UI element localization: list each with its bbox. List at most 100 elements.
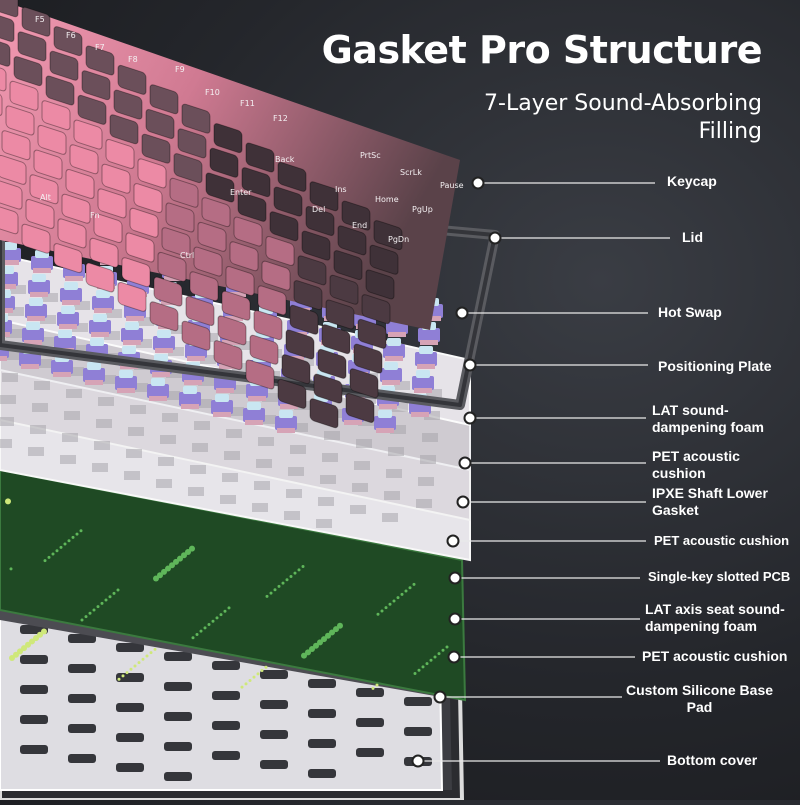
keycap <box>229 241 259 272</box>
pad-slot <box>68 634 96 643</box>
pad-slot <box>68 694 96 703</box>
keycap-legend: F10 <box>205 88 220 97</box>
switch <box>121 322 143 345</box>
plate-cutout <box>68 367 84 376</box>
plate-cutout <box>160 435 176 444</box>
switch <box>374 410 396 433</box>
keycap <box>205 172 235 203</box>
keycap <box>261 260 291 291</box>
keycap-legend: PrtSc <box>360 151 381 160</box>
pcb-component <box>41 628 47 635</box>
pcb-component <box>25 641 31 648</box>
keycap <box>369 244 399 275</box>
keycap <box>185 296 215 326</box>
pcb-component <box>260 669 264 673</box>
pcb-component <box>157 572 163 579</box>
pcb-component <box>149 651 153 655</box>
pcb-component <box>264 665 268 669</box>
keycap <box>273 186 303 217</box>
keycap-legend: Ctrl <box>180 251 194 260</box>
callout-dot <box>463 411 477 425</box>
keycap <box>0 204 19 235</box>
pcb-component <box>293 571 297 575</box>
pcb-component <box>71 535 75 539</box>
pcb-component <box>84 615 88 619</box>
keycap <box>353 343 383 374</box>
pcb-layer <box>0 468 467 702</box>
pcb-component <box>67 539 71 543</box>
keycap <box>129 207 159 238</box>
pcb-component <box>13 651 19 658</box>
keycap <box>181 103 211 134</box>
keycap <box>245 359 275 390</box>
pcb-component <box>321 636 327 643</box>
pcb-component <box>133 664 137 668</box>
keycap <box>117 281 147 312</box>
plate-cutout <box>352 483 368 492</box>
plate-cutout <box>138 317 154 326</box>
plate-cutout <box>100 375 116 384</box>
callout-dot <box>458 456 472 470</box>
pcb-component <box>396 596 400 600</box>
pcb-component <box>203 626 207 630</box>
keycap <box>281 354 311 385</box>
plate-cutout <box>260 415 276 424</box>
pcb-component <box>165 565 171 572</box>
keycap <box>221 290 251 321</box>
switch <box>28 274 50 297</box>
plate-cutout <box>0 417 14 426</box>
pcb-component <box>199 629 203 633</box>
pcb-component <box>17 648 23 655</box>
pad-slot <box>20 745 48 754</box>
pcb-component <box>63 542 67 546</box>
pcb-component <box>104 598 108 602</box>
plate-cutout <box>382 513 398 522</box>
callout-dot <box>455 306 469 320</box>
plate-cutout <box>0 395 16 404</box>
pcb-component <box>380 609 384 613</box>
pcb-component <box>265 594 269 598</box>
plate-cutout <box>36 359 52 368</box>
plate-cutout <box>324 431 340 440</box>
pad-slot <box>404 697 432 706</box>
pcb-component <box>313 642 319 649</box>
keycap <box>341 200 371 231</box>
pcb-component <box>273 588 277 592</box>
label-slotted-pcb: Single-key slotted PCB <box>648 569 791 584</box>
switch <box>31 250 53 273</box>
keycap <box>0 154 27 185</box>
pcb-component <box>96 605 100 609</box>
keycap-legend: Del <box>312 205 325 214</box>
pad-slot <box>212 751 240 760</box>
keycap-legend: Enter <box>230 188 252 197</box>
plate-cutout <box>254 481 270 490</box>
keycap <box>33 149 63 180</box>
label-keycap: Keycap <box>667 173 717 189</box>
plate-cutout <box>104 331 120 340</box>
pcb-component <box>325 632 331 639</box>
pcb-component <box>337 622 343 629</box>
pcb-component <box>51 552 55 556</box>
plate-cutout <box>418 477 434 486</box>
plate-cutout <box>318 497 334 506</box>
switch <box>25 298 47 321</box>
keycap-legend: F7 <box>95 43 105 52</box>
switch <box>92 290 114 313</box>
pcb-component <box>277 584 281 588</box>
keycap <box>101 163 131 194</box>
keycap <box>201 197 231 228</box>
keycap <box>41 100 71 131</box>
switch <box>115 370 137 393</box>
keycap <box>289 304 319 335</box>
pad-slot <box>260 760 288 769</box>
keycap <box>49 50 79 81</box>
pad-slot <box>116 643 144 652</box>
plate-cutout <box>426 389 442 398</box>
plate-cutout <box>136 339 152 348</box>
pcb-component <box>121 674 125 678</box>
keycap-legend: Back <box>275 155 295 164</box>
keycap <box>149 84 179 115</box>
keycap <box>361 294 391 325</box>
plate-cutout <box>222 473 238 482</box>
